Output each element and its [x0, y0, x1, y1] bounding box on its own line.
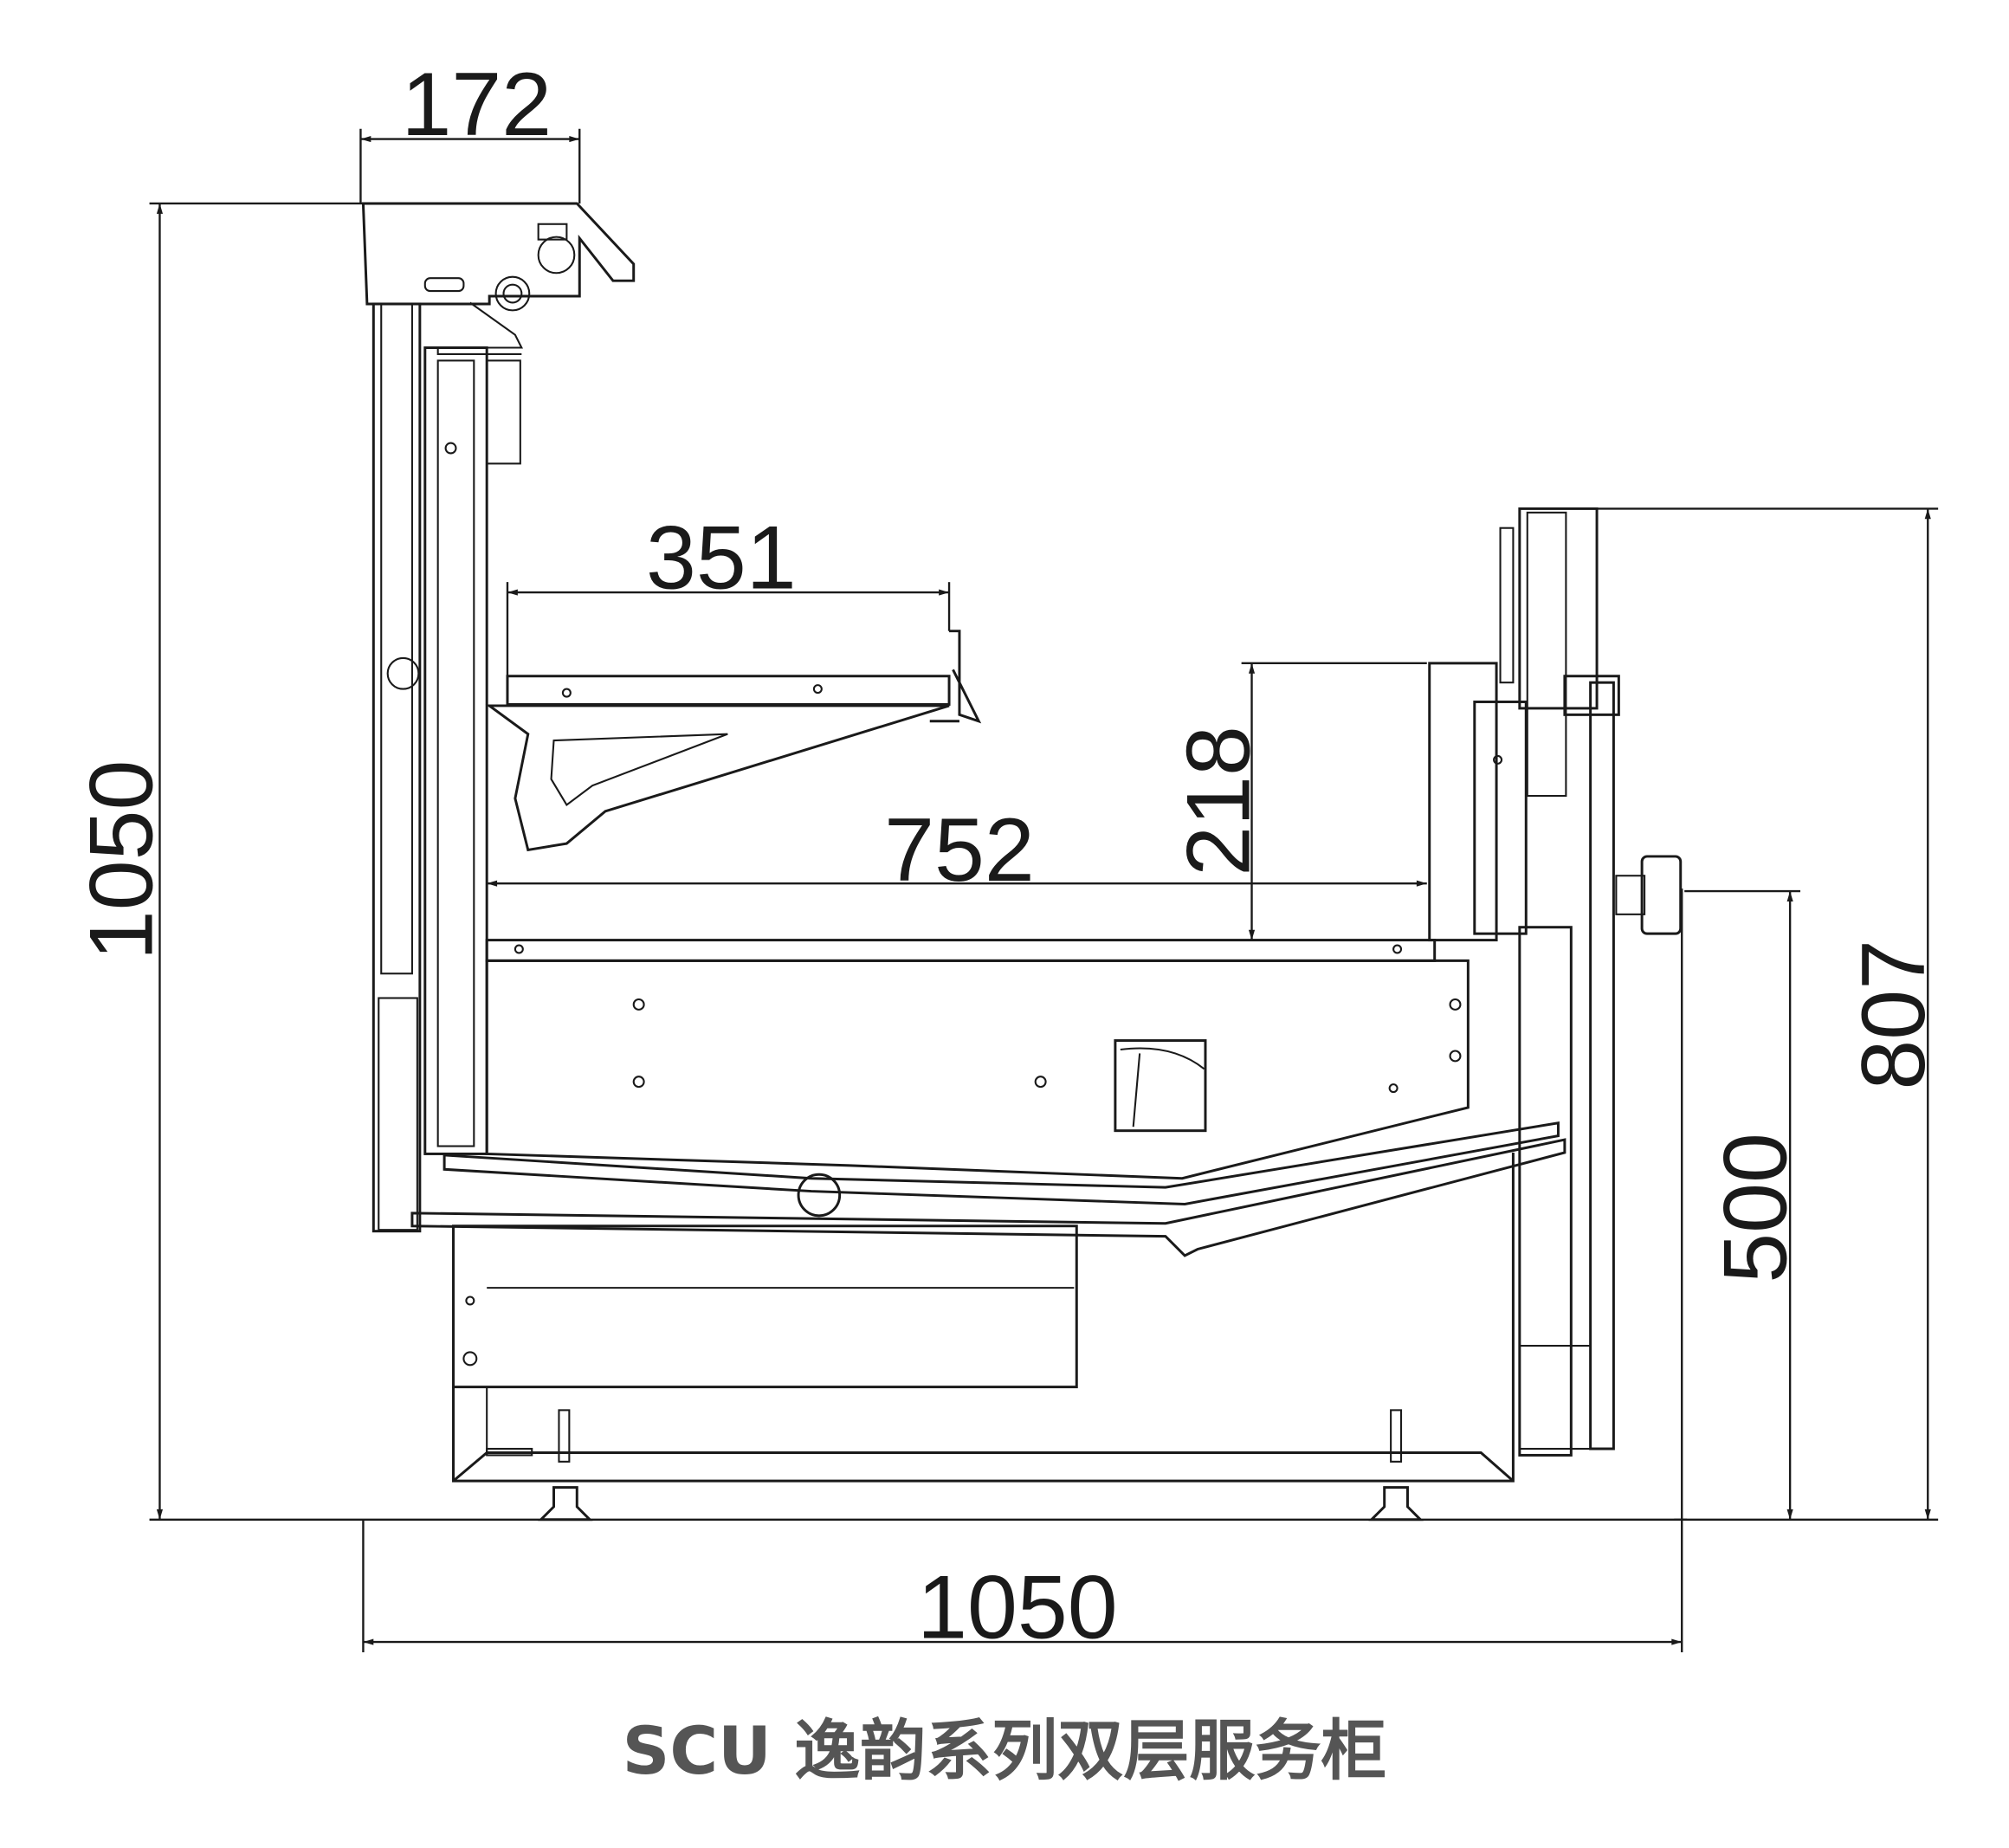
dim-front-height: 807 [1844, 940, 1944, 1090]
cabinet-outline [361, 202, 1683, 1522]
dim-shelf-depth: 351 [646, 508, 797, 609]
drawing-title: SCU 逸韵系列双层服务柜 [622, 1712, 1387, 1789]
dim-counter-height: 500 [1706, 1133, 1806, 1283]
dim-total-height: 1050 [72, 760, 172, 961]
dimension-lines [149, 128, 1939, 1652]
dim-glass-height: 218 [1169, 726, 1269, 876]
dim-top-width: 172 [401, 55, 552, 155]
dim-deck-depth: 752 [884, 800, 1035, 901]
dim-total-width: 1050 [917, 1558, 1118, 1658]
